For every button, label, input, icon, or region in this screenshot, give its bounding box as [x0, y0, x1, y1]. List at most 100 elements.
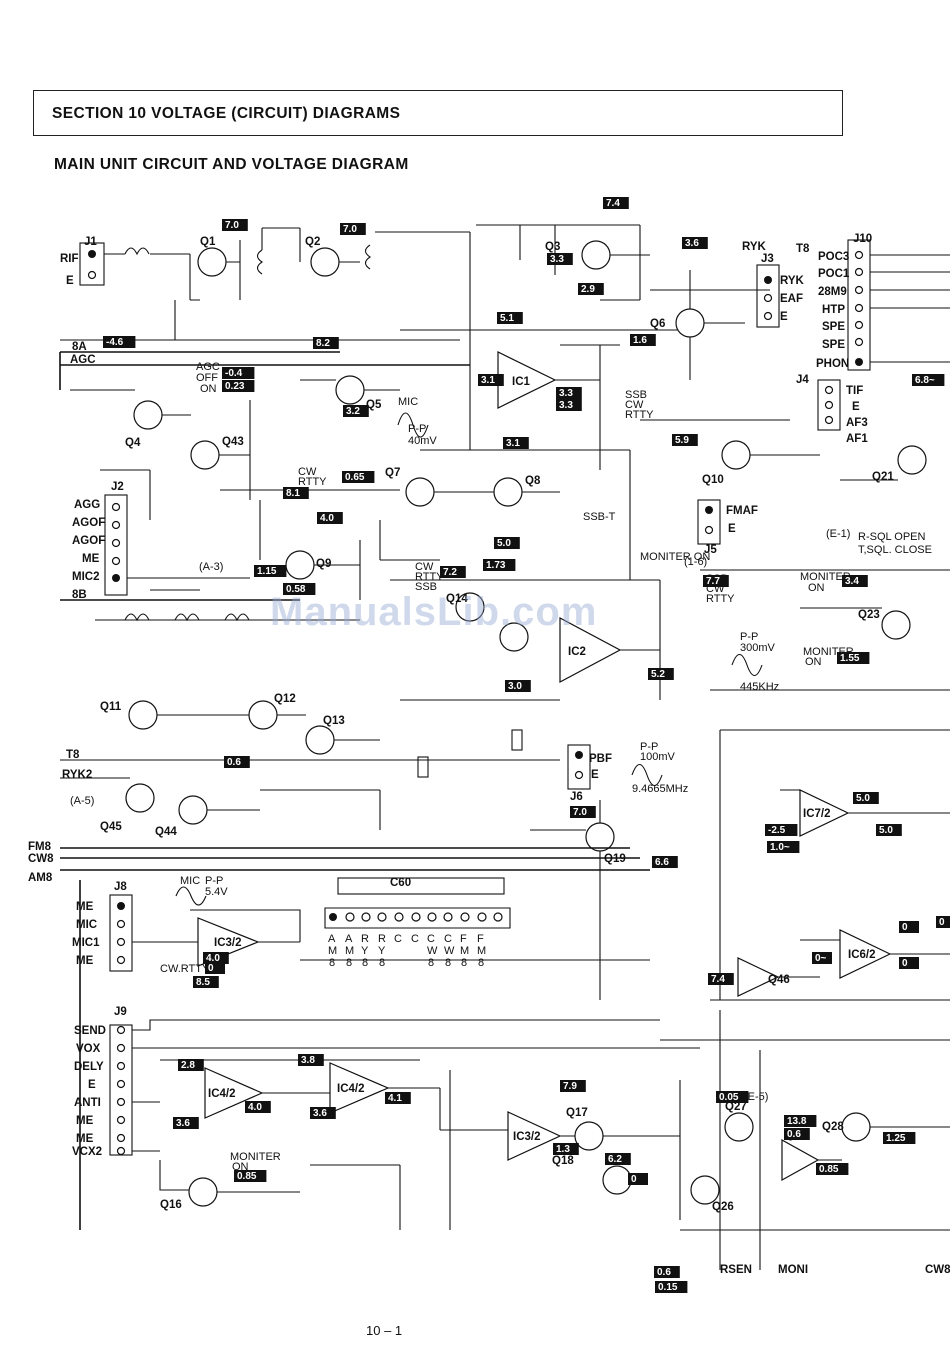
svg-text:0.6: 0.6	[657, 1267, 671, 1278]
voltage-badge: 3.6	[173, 1117, 199, 1129]
voltage-badge: 5.9	[672, 434, 698, 446]
svg-text:7.0: 7.0	[573, 807, 587, 818]
svg-text:8.2: 8.2	[316, 338, 330, 349]
label-c60: C60	[390, 877, 411, 889]
annot-rsql-open: R-SQL OPEN	[858, 531, 925, 543]
svg-text:7.2: 7.2	[443, 567, 457, 578]
label-q2: Q2	[305, 236, 320, 248]
voltage-badge: 0.6	[784, 1128, 810, 1140]
annot-a3: (A-3)	[199, 561, 223, 573]
voltage-badge: 3.6	[310, 1107, 336, 1119]
page-number: 10 – 1	[366, 1323, 403, 1338]
voltage-badge: 1.73	[483, 559, 516, 571]
svg-text:13.8: 13.8	[787, 1116, 807, 1127]
capacitor-array-c60	[337, 877, 505, 895]
label-q3: Q3	[545, 241, 560, 253]
voltage-badge: 5.0	[876, 824, 902, 836]
transistor-q3	[581, 240, 611, 270]
annot-on-2: ON	[808, 582, 825, 594]
voltage-badge: 1.6	[630, 334, 656, 346]
label-ic4-a: IC4/2	[208, 1088, 236, 1100]
label-e-j3: E	[780, 311, 788, 323]
annot-moniter-3: MONITER	[230, 1151, 281, 1163]
voltage-badge: 0~	[812, 952, 832, 964]
pin-am8-2: A	[345, 933, 353, 945]
label-ryk-vert: RYK	[742, 241, 767, 253]
label-j4: J4	[796, 374, 809, 386]
ic2-section	[390, 579, 661, 1000]
label-moni: MONI	[778, 1264, 808, 1276]
annot-on: ON	[200, 383, 217, 395]
label-q9: Q9	[316, 558, 331, 570]
label-ic4-b: IC4/2	[337, 1083, 365, 1095]
voltage-badge: 7.2	[440, 566, 466, 578]
label-q23: Q23	[858, 609, 880, 621]
transistor-q28	[841, 1112, 871, 1142]
label-ic3-a: IC3/2	[214, 937, 242, 949]
label-q11: Q11	[100, 701, 122, 713]
svg-text:6.8~: 6.8~	[915, 375, 935, 386]
label-me-j2: ME	[82, 553, 100, 565]
label-q27: Q27	[725, 1101, 747, 1113]
rail-labels: 8A AGC 8B T8 RYK2 FM8 CW8 AM8 RSEN MONI …	[28, 233, 950, 1276]
svg-text:6.2: 6.2	[608, 1154, 622, 1165]
svg-text:1.15: 1.15	[257, 566, 277, 577]
svg-text:1.6: 1.6	[633, 335, 647, 346]
label-q28: Q28	[822, 1121, 844, 1133]
label-j5: J5	[704, 544, 717, 556]
label-q7: Q7	[385, 467, 400, 479]
transistor-q46-buffer	[737, 957, 780, 997]
svg-text:5.0: 5.0	[856, 793, 870, 804]
voltage-badge: 7.0	[222, 219, 248, 231]
voltage-badge: 4.0	[245, 1101, 271, 1113]
voltage-badge: 7.9	[560, 1080, 586, 1092]
voltage-badge: 8.5	[193, 976, 219, 988]
svg-text:1.3: 1.3	[556, 1144, 570, 1155]
watermark: ManualsLib.com	[270, 590, 598, 634]
label-vcx2: VCX2	[72, 1146, 102, 1158]
label-q1: Q1	[200, 236, 216, 248]
svg-text:0~: 0~	[815, 953, 827, 964]
svg-text:Y: Y	[361, 945, 369, 957]
svg-text:3.3: 3.3	[559, 400, 573, 411]
ic2-opamp	[559, 617, 622, 683]
transistor-q19	[585, 822, 615, 852]
voltage-badge: 0.15	[655, 1281, 688, 1293]
voltage-badge: 7.4	[603, 197, 629, 209]
svg-text:7.4: 7.4	[711, 974, 725, 985]
label-e-j5: E	[728, 523, 736, 535]
label-j6: J6	[570, 791, 583, 803]
transistor-q2	[310, 247, 340, 277]
svg-text:W: W	[444, 945, 455, 957]
svg-text:-0.4: -0.4	[225, 368, 243, 379]
connector-j3	[756, 264, 780, 328]
label-ic1: IC1	[512, 376, 531, 388]
voltage-badge: 3.3	[556, 387, 582, 399]
ic4-opamp-b	[329, 1062, 390, 1114]
label-af1: AF1	[846, 433, 868, 445]
label-q5: Q5	[366, 399, 382, 411]
voltage-badge: 3.6	[682, 237, 708, 249]
svg-text:7.7: 7.7	[706, 576, 720, 587]
voltage-badge: 1.3	[553, 1143, 579, 1155]
svg-text:7.0: 7.0	[225, 220, 239, 231]
label-q21: Q21	[872, 471, 894, 483]
label-q46: Q46	[768, 974, 790, 986]
voltage-badge: 6.8~	[912, 374, 945, 386]
label-spe-2: SPE	[822, 339, 845, 351]
annot-tsql-close: T,SQL. CLOSE	[858, 544, 932, 556]
svg-text:M: M	[328, 945, 337, 957]
transistor-q23	[881, 610, 911, 640]
annot-100mv: 100mV	[640, 751, 676, 763]
transistor-q9	[285, 550, 315, 580]
connector-j10	[847, 239, 871, 371]
svg-text:4.0: 4.0	[248, 1102, 262, 1113]
label-q44: Q44	[155, 826, 177, 838]
annot-e1: (E-1)	[826, 528, 850, 540]
svg-text:3.2: 3.2	[346, 406, 360, 417]
svg-text:5.0: 5.0	[497, 538, 511, 549]
svg-text:4.0: 4.0	[320, 513, 334, 524]
label-fm8: FM8	[28, 841, 52, 853]
voltage-badge: 7.0	[340, 223, 366, 235]
